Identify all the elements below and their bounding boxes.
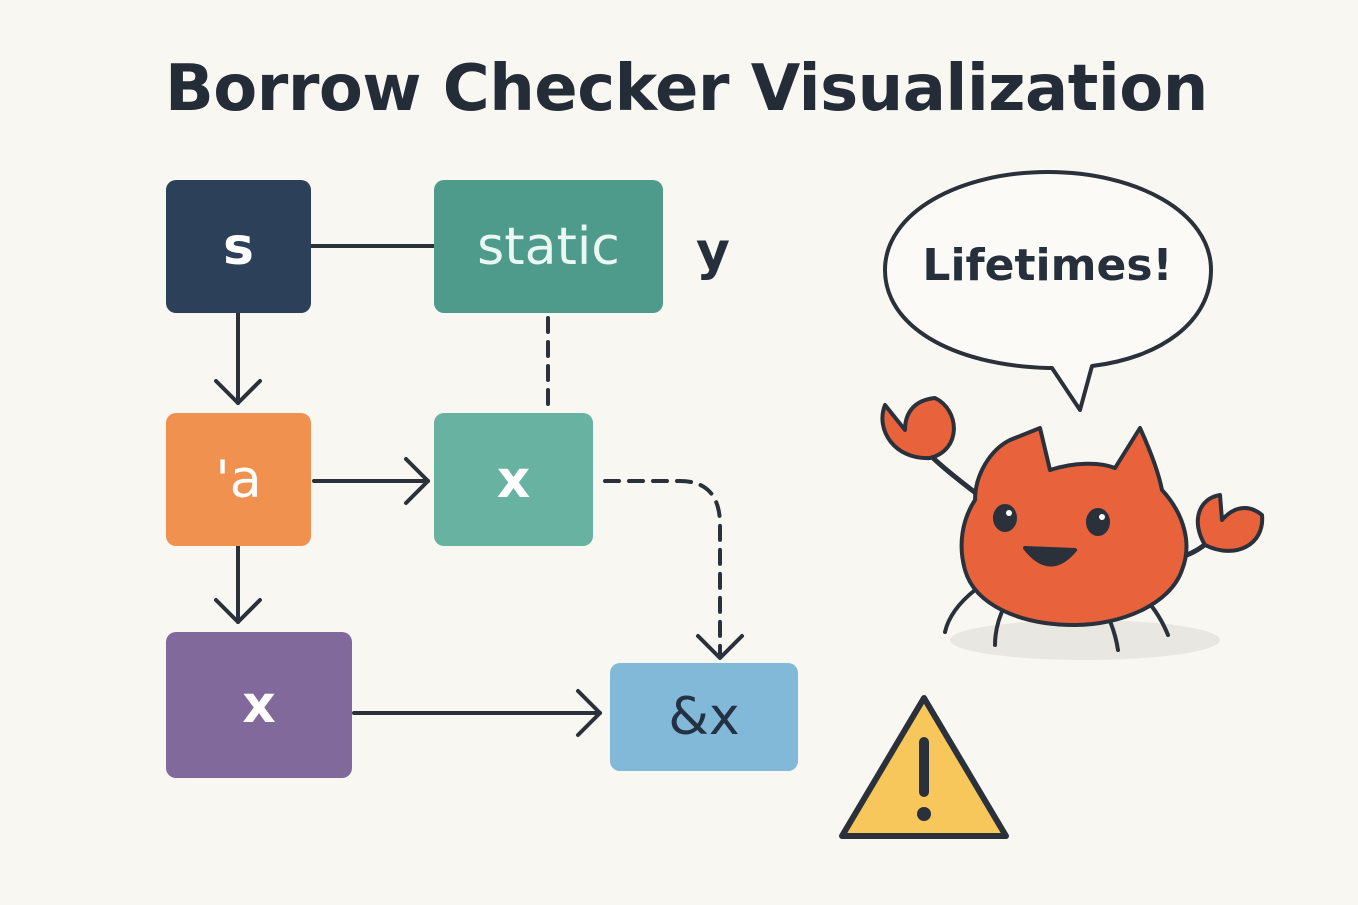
edge-a-x2-arrowhead — [214, 598, 262, 624]
node-lifetime-a: 'a — [166, 413, 311, 546]
node-static: static — [434, 180, 663, 313]
edge-x2-refx-arrowhead — [576, 689, 602, 737]
node-x-owner: x — [166, 632, 352, 778]
edge-a-x-arrowhead — [404, 457, 430, 505]
edge-x-refx — [603, 479, 722, 657]
edge-x-refx-arrowhead — [696, 634, 744, 660]
node-s: s — [166, 180, 311, 313]
label-y: y — [696, 222, 730, 282]
node-x-borrowed: x — [434, 413, 593, 546]
node-ref-x: &x — [610, 663, 798, 771]
edge-s-a-arrowhead — [214, 379, 262, 405]
page-title: Borrow Checker Visualization — [165, 52, 1208, 126]
speech-bubble-text: Lifetimes! — [922, 240, 1173, 291]
